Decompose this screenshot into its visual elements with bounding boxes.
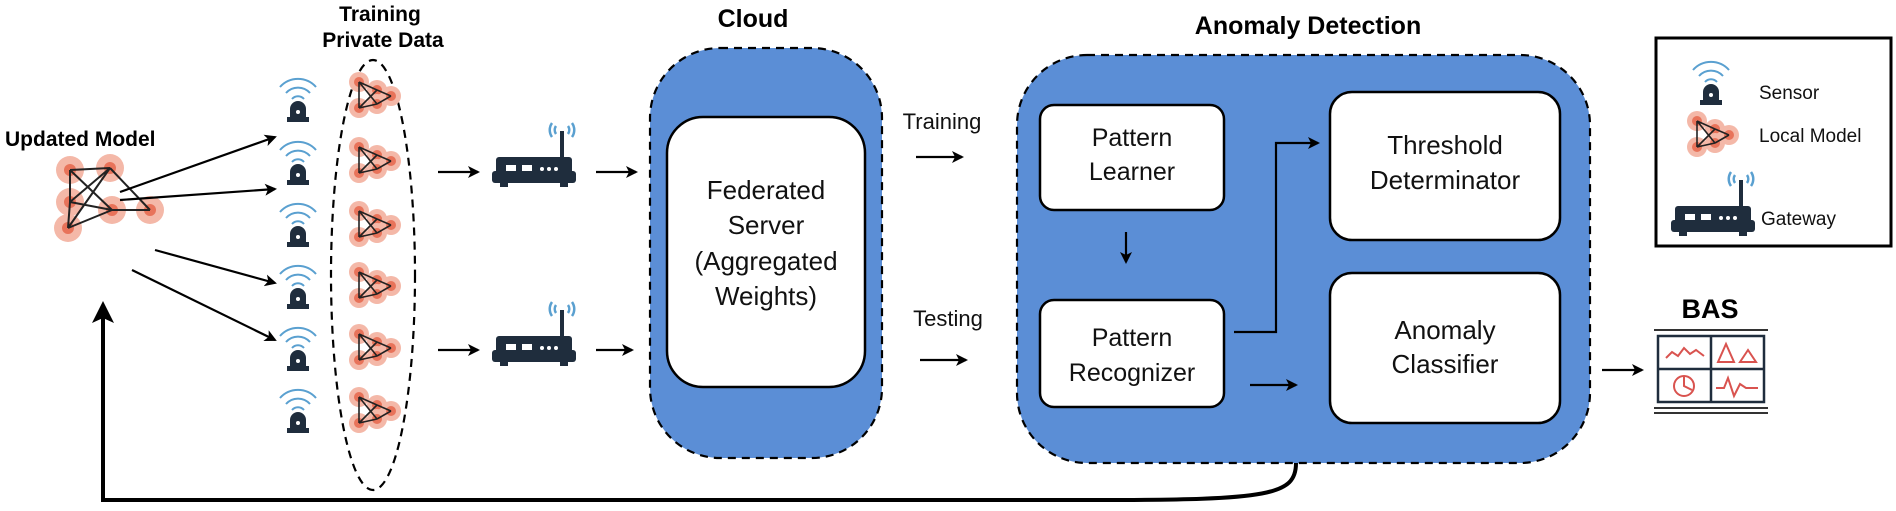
updated-model-label: Updated Model <box>5 128 156 151</box>
sensor-column <box>279 77 317 434</box>
gateway-router-icon <box>490 300 578 368</box>
svg-text:Pattern: Pattern <box>1092 124 1173 152</box>
training-private-data-title-line1: Training <box>339 3 421 26</box>
threshold-determinator-label: Threshold Determinator <box>1370 130 1521 195</box>
gateway-router-icon <box>490 121 578 189</box>
federated-server-label: Federated Server (Aggregated Weights) <box>694 175 837 311</box>
anomaly-detection-title: Anomaly Detection <box>1195 12 1421 40</box>
updated-model-neural-network-icon <box>54 154 164 242</box>
neural-network-icon <box>348 261 402 309</box>
federated-server-box <box>665 115 867 389</box>
local-model-column <box>348 71 402 434</box>
anomaly-classifier-label: Anomaly Classifier <box>1392 315 1499 379</box>
bas-title: BAS <box>1681 294 1738 324</box>
neural-network-icon <box>348 200 402 248</box>
svg-text:Pattern: Pattern <box>1092 324 1173 352</box>
pattern-recognizer-box <box>1038 298 1226 409</box>
training-label: Training <box>903 109 982 134</box>
sensor-icon <box>279 388 317 434</box>
svg-text:Classifier: Classifier <box>1392 349 1499 379</box>
svg-text:Threshold: Threshold <box>1387 130 1503 160</box>
neural-network-icon <box>348 71 402 119</box>
feedback-loop-arrow <box>92 301 1298 502</box>
svg-text:Server: Server <box>728 210 805 240</box>
svg-text:(Aggregated: (Aggregated <box>694 246 837 276</box>
gateway-to-cloud-arrows <box>596 166 638 356</box>
pattern-learner-box <box>1038 103 1226 212</box>
anomaly-classifier-box <box>1328 271 1562 425</box>
data-to-gateway-arrows <box>438 166 480 356</box>
private-data-group-outline <box>329 58 417 492</box>
pattern-learner-label: Pattern Learner <box>1089 124 1175 186</box>
svg-text:Weights): Weights) <box>715 281 817 311</box>
legend-local-model-label: Local Model <box>1759 126 1861 147</box>
svg-text:Determinator: Determinator <box>1370 165 1521 195</box>
dashboard-icon <box>1654 329 1768 414</box>
svg-text:Anomaly: Anomaly <box>1394 315 1495 345</box>
testing-label: Testing <box>913 306 983 331</box>
legend-gateway-label: Gateway <box>1761 209 1836 230</box>
neural-network-icon <box>348 136 402 184</box>
neural-network-icon <box>348 386 402 434</box>
sensor-icon <box>279 77 317 123</box>
sensor-icon <box>279 140 317 186</box>
svg-text:Recognizer: Recognizer <box>1069 359 1195 387</box>
svg-text:Federated: Federated <box>707 175 826 205</box>
sensor-icon <box>279 326 317 372</box>
sensor-icon <box>279 264 317 310</box>
training-private-data-title-line2: Private Data <box>322 29 444 52</box>
recognizer-to-threshold-connector <box>1234 137 1320 334</box>
threshold-determinator-box <box>1328 90 1562 242</box>
pattern-recognizer-label: Pattern Recognizer <box>1069 324 1195 387</box>
svg-text:Learner: Learner <box>1089 158 1175 186</box>
sensor-icon <box>279 202 317 248</box>
neural-network-icon <box>348 323 402 371</box>
model-distribution-arrows <box>119 134 277 341</box>
cloud-title: Cloud <box>718 5 789 33</box>
legend-sensor-label: Sensor <box>1759 83 1820 104</box>
